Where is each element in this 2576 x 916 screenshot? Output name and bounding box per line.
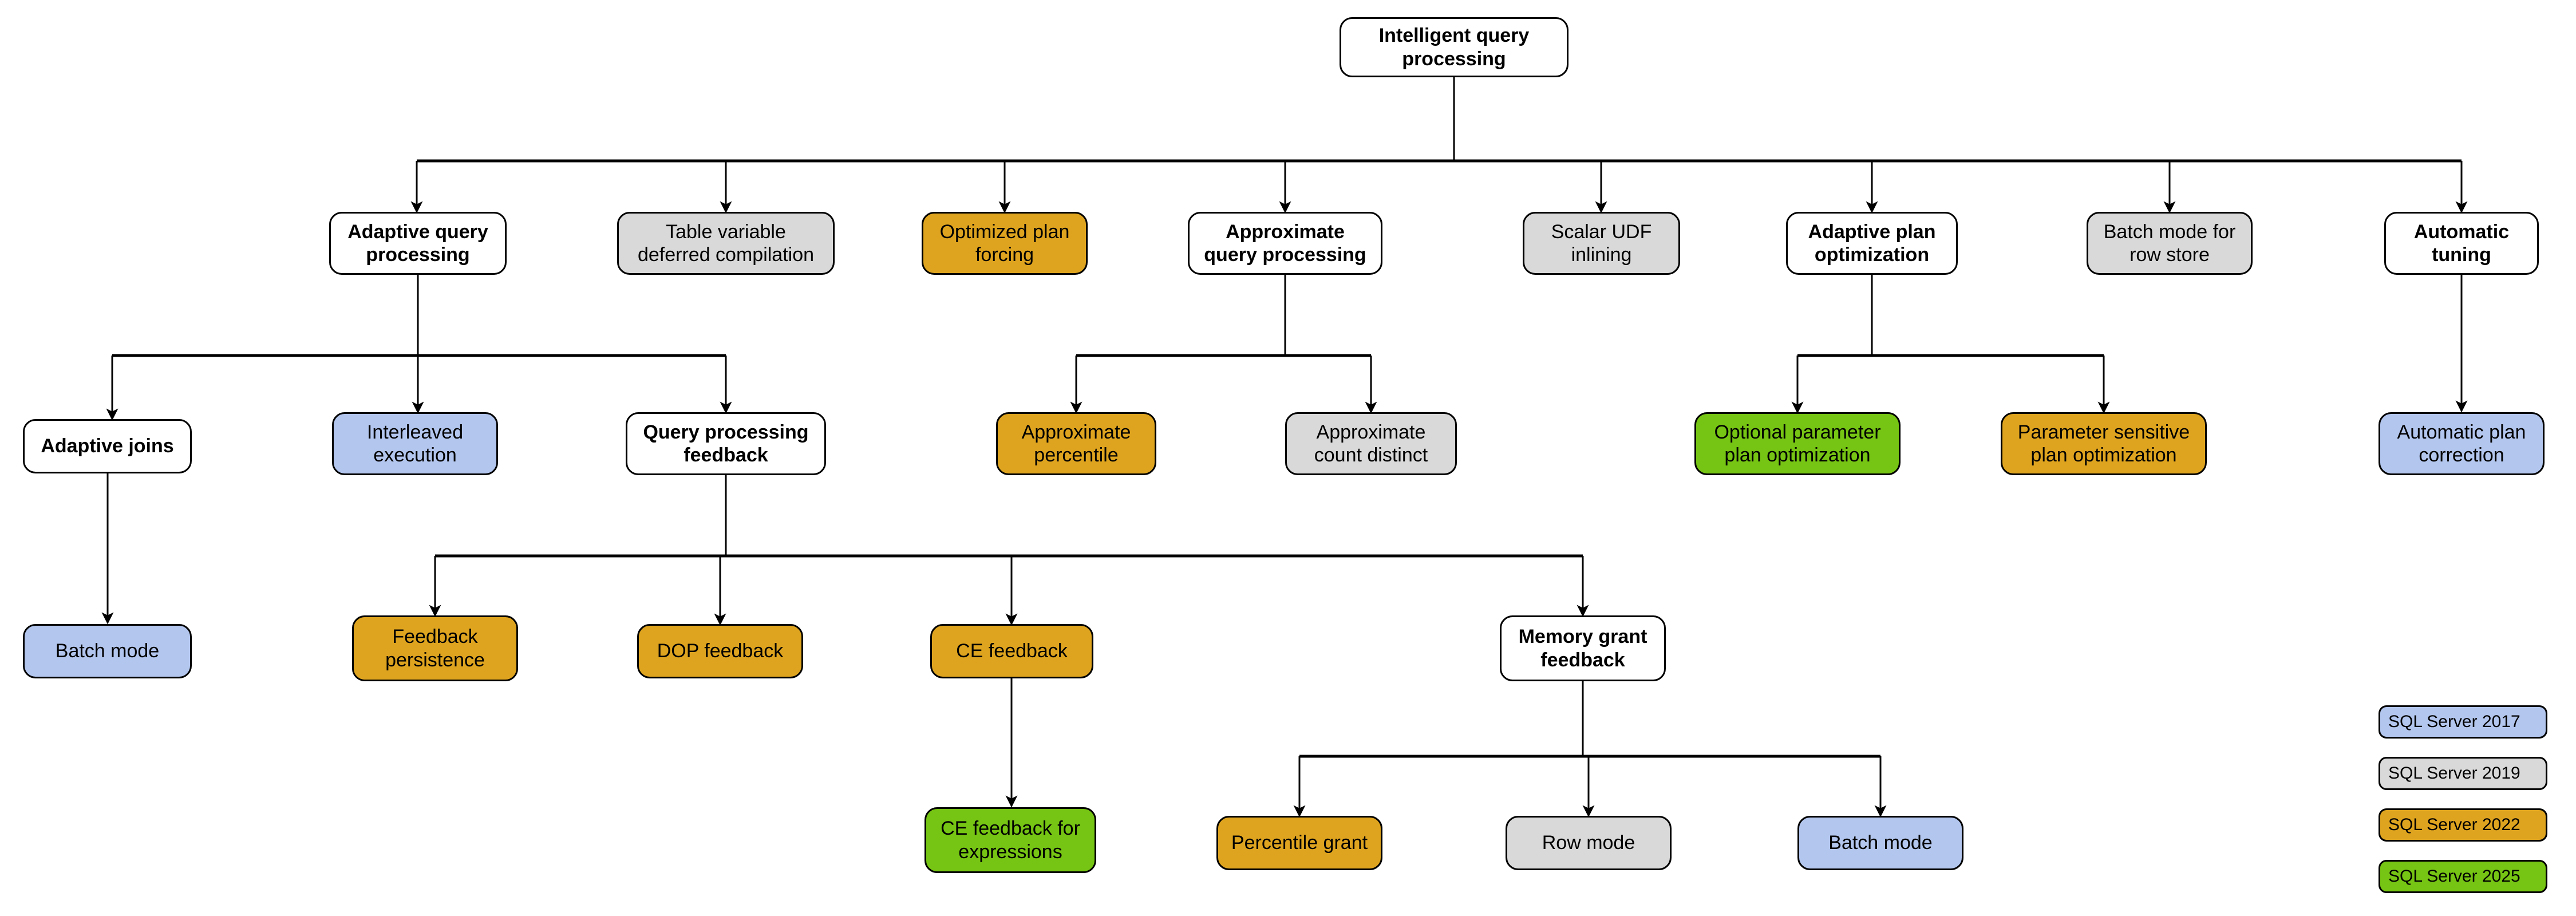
node-bmrs[interactable]: Batch mode for row store	[2087, 212, 2253, 275]
node-sudf[interactable]: Scalar UDF inlining	[1523, 212, 1680, 275]
node-opf[interactable]: Optimized plan forcing	[922, 212, 1088, 275]
node-aj[interactable]: Adaptive joins	[23, 419, 192, 473]
node-pg[interactable]: Percentile grant	[1216, 816, 1382, 870]
node-cefe[interactable]: CE feedback for expressions	[924, 807, 1096, 873]
node-mgf[interactable]: Memory grant feedback	[1500, 615, 1666, 681]
node-apct[interactable]: Approximate percentile	[996, 412, 1156, 475]
legend-item-gray: SQL Server 2019	[2379, 757, 2547, 790]
node-ie[interactable]: Interleaved execution	[332, 412, 498, 475]
node-cef[interactable]: CE feedback	[930, 624, 1093, 678]
node-oppo[interactable]: Optional parameter plan optimization	[1694, 412, 1901, 475]
node-at[interactable]: Automatic tuning	[2384, 212, 2539, 275]
node-acd[interactable]: Approximate count distinct	[1285, 412, 1457, 475]
node-qpf[interactable]: Query processing feedback	[626, 412, 826, 475]
node-rm[interactable]: Row mode	[1506, 816, 1672, 870]
node-bm2[interactable]: Batch mode	[1797, 816, 1963, 870]
legend-item-green: SQL Server 2025	[2379, 860, 2547, 893]
node-aqproc[interactable]: Approximate query processing	[1188, 212, 1382, 275]
legend-item-blue: SQL Server 2017	[2379, 705, 2547, 739]
node-bm1[interactable]: Batch mode	[23, 624, 192, 678]
node-fp[interactable]: Feedback persistence	[352, 615, 518, 681]
node-aqp[interactable]: Adaptive query processing	[329, 212, 507, 275]
node-apo[interactable]: Adaptive plan optimization	[1786, 212, 1958, 275]
node-pspo[interactable]: Parameter sensitive plan optimization	[2001, 412, 2207, 475]
legend-item-orange: SQL Server 2022	[2379, 808, 2547, 842]
node-tvdc[interactable]: Table variable deferred compilation	[617, 212, 835, 275]
node-apc[interactable]: Automatic plan correction	[2379, 412, 2545, 475]
node-dopf[interactable]: DOP feedback	[637, 624, 803, 678]
node-root[interactable]: Intelligent query processing	[1340, 17, 1568, 77]
